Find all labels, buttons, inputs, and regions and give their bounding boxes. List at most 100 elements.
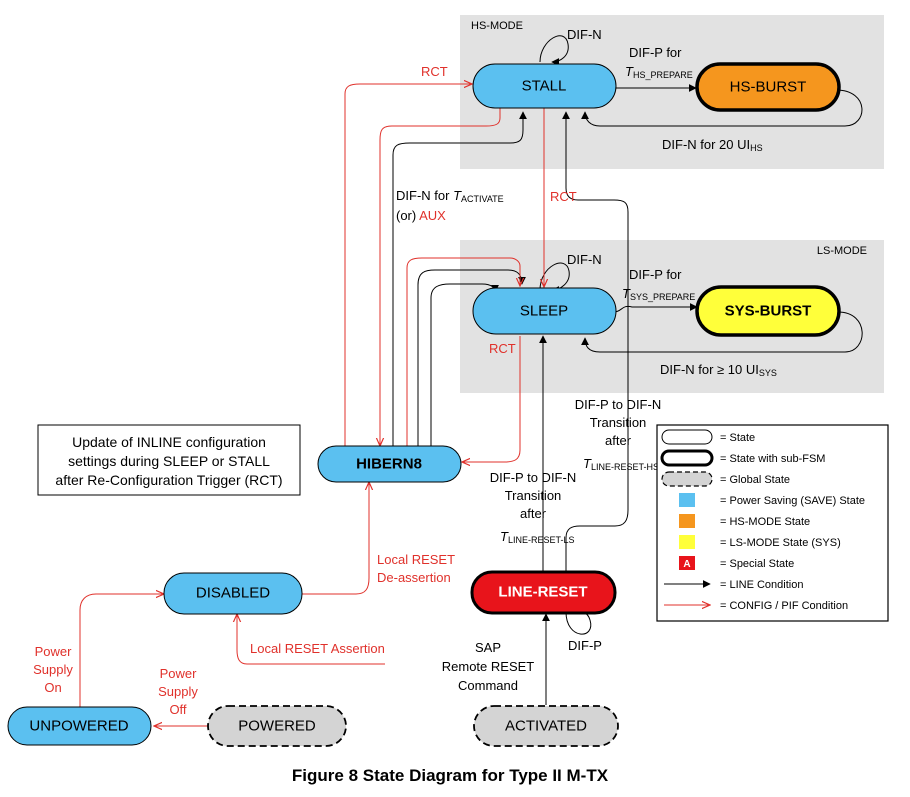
svg-text:Power: Power xyxy=(160,666,198,681)
svg-text:= State: = State xyxy=(720,432,755,444)
line-reset-self-label: DIF-P xyxy=(568,638,602,653)
legend-state-swatch xyxy=(661,429,713,445)
legend: = State = State with sub-FSM = Global St… xyxy=(656,424,889,622)
line-reset-ls-label: DIF-P to DIF-N Transition after TLINE-RE… xyxy=(490,470,576,545)
state-stall: STALL xyxy=(472,63,617,109)
local-reset-assertion-label: Local RESET Assertion xyxy=(250,641,385,656)
activate-label-1: DIF-N for TACTIVATE xyxy=(396,188,504,204)
svg-text:UNPOWERED: UNPOWERED xyxy=(29,718,128,735)
state-sys-burst: SYS-BURST xyxy=(695,285,841,337)
svg-text:after Re-Configuration Trigger: after Re-Configuration Trigger (RCT) xyxy=(55,472,282,488)
svg-text:after: after xyxy=(520,506,547,521)
stall-self-label: DIF-N xyxy=(567,27,602,42)
activate-label-2: (or) AUX xyxy=(396,208,446,223)
svg-text:Supply: Supply xyxy=(158,684,198,699)
sap-remote-reset-label: SAP Remote RESET Command xyxy=(442,640,535,693)
legend-ls-swatch xyxy=(679,535,695,549)
stall-to-hs-label-1: DIF-P for xyxy=(629,45,682,60)
hibern8-to-sleep-red xyxy=(406,257,520,446)
state-powered: POWERED xyxy=(207,705,347,747)
hs-return-label: DIF-N for 20 UIHS xyxy=(662,137,763,153)
svg-text:TLINE-RESET-HS: TLINE-RESET-HS xyxy=(583,456,659,472)
line-reset-hs-label: DIF-P to DIF-N Transition after TLINE-RE… xyxy=(575,397,661,472)
svg-text:Power: Power xyxy=(35,644,73,659)
sys-return-label: DIF-N for ≥ 10 UISYS xyxy=(660,362,777,378)
svg-text:HIBERN8: HIBERN8 xyxy=(356,456,422,473)
legend-save-swatch xyxy=(679,493,695,507)
svg-text:De-assertion: De-assertion xyxy=(377,570,451,585)
svg-text:DIF-P to DIF-N: DIF-P to DIF-N xyxy=(490,470,576,485)
figure-caption: Figure 8 State Diagram for Type II M-TX xyxy=(292,766,609,785)
hsburst-to-stall-arrow xyxy=(581,89,863,127)
state-activated: ACTIVATED xyxy=(473,705,619,747)
state-line-reset: LINE-RESET xyxy=(470,570,617,615)
power-supply-off-label: Power Supply Off xyxy=(158,666,198,717)
svg-text:ACTIVATED: ACTIVATED xyxy=(505,718,587,735)
unpowered-to-disabled-red xyxy=(79,594,164,707)
svg-text:POWERED: POWERED xyxy=(238,718,316,735)
svg-text:after: after xyxy=(605,433,632,448)
ls-mode-label: LS-MODE xyxy=(817,245,867,257)
svg-text:Local RESET: Local RESET xyxy=(377,552,455,567)
svg-text:Command: Command xyxy=(458,678,518,693)
svg-text:Off: Off xyxy=(169,702,186,717)
legend-special-swatch xyxy=(679,556,695,570)
legend-special-letter: A xyxy=(683,559,690,570)
sleep-to-sys-label-1: DIF-P for xyxy=(629,267,682,282)
sysburst-to-sleep-arrow xyxy=(581,311,863,353)
svg-text:= Power Saving (SAVE) State: = Power Saving (SAVE) State xyxy=(720,495,865,507)
svg-text:= CONFIG / PIF Condition: = CONFIG / PIF Condition xyxy=(720,600,848,612)
rct-mid-label: RCT xyxy=(550,189,577,204)
sleep-to-sys-label-2: TSYS_PREPARE xyxy=(622,286,695,302)
legend-global-swatch xyxy=(661,471,713,487)
svg-text:TLINE-RESET-LS: TLINE-RESET-LS xyxy=(500,529,574,545)
rct-top-label: RCT xyxy=(421,64,448,79)
hs-mode-label: HS-MODE xyxy=(471,20,523,32)
svg-text:STALL: STALL xyxy=(522,78,567,95)
state-disabled: DISABLED xyxy=(163,572,303,615)
rct-note-box: Update of INLINE configuration settings … xyxy=(37,424,301,496)
state-unpowered: UNPOWERED xyxy=(7,706,152,746)
rct-low-label: RCT xyxy=(489,341,516,356)
svg-text:Supply: Supply xyxy=(33,662,73,677)
state-hibern8: HIBERN8 xyxy=(317,445,462,483)
svg-text:= LS-MODE State (SYS): = LS-MODE State (SYS) xyxy=(720,537,841,549)
state-sleep: SLEEP xyxy=(472,287,617,335)
hibern8-to-stall-arrow xyxy=(392,111,527,446)
sleep-to-hibern8-red xyxy=(462,336,521,462)
hibern8-to-stall-red xyxy=(344,84,472,446)
svg-text:Transition: Transition xyxy=(590,415,647,430)
local-reset-deassertion-label: Local RESET De-assertion xyxy=(377,552,455,585)
stall-self-loop xyxy=(539,35,569,66)
svg-text:settings during SLEEP or STALL: settings during SLEEP or STALL xyxy=(68,453,270,469)
svg-text:On: On xyxy=(44,680,61,695)
local-reset-assertion-red xyxy=(237,614,385,665)
state-hs-burst: HS-BURST xyxy=(695,62,841,112)
power-supply-on-label: Power Supply On xyxy=(33,644,73,695)
config-condition-transitions xyxy=(79,84,544,726)
svg-text:= State with sub-FSM: = State with sub-FSM xyxy=(720,453,825,465)
sleep-self-label: DIF-N xyxy=(567,252,602,267)
svg-text:Transition: Transition xyxy=(505,488,562,503)
svg-text:DISABLED: DISABLED xyxy=(196,585,270,602)
svg-text:= LINE Condition: = LINE Condition xyxy=(720,579,803,591)
svg-text:= HS-MODE State: = HS-MODE State xyxy=(720,516,810,528)
svg-text:SLEEP: SLEEP xyxy=(520,303,568,320)
svg-text:Update of INLINE configuration: Update of INLINE configuration xyxy=(72,434,266,450)
legend-sub-fsm-swatch xyxy=(660,449,714,467)
linereset-to-stall-arrow xyxy=(562,111,629,572)
hibern8-to-sleep-arrow-1 xyxy=(417,269,526,446)
legend-hs-swatch xyxy=(679,514,695,528)
svg-text:LINE-RESET: LINE-RESET xyxy=(498,584,587,601)
svg-text:Remote RESET: Remote RESET xyxy=(442,659,535,674)
svg-text:SAP: SAP xyxy=(475,640,501,655)
svg-text:DIF-P to DIF-N: DIF-P to DIF-N xyxy=(575,397,661,412)
stall-to-hs-label-2: THS_PREPARE xyxy=(625,64,693,80)
disabled-to-hibern8-red xyxy=(302,482,369,595)
svg-text:= Special State: = Special State xyxy=(720,558,794,570)
svg-text:HS-BURST: HS-BURST xyxy=(730,79,807,96)
stall-to-hibern8-red xyxy=(380,106,501,446)
svg-text:SYS-BURST: SYS-BURST xyxy=(725,303,812,320)
